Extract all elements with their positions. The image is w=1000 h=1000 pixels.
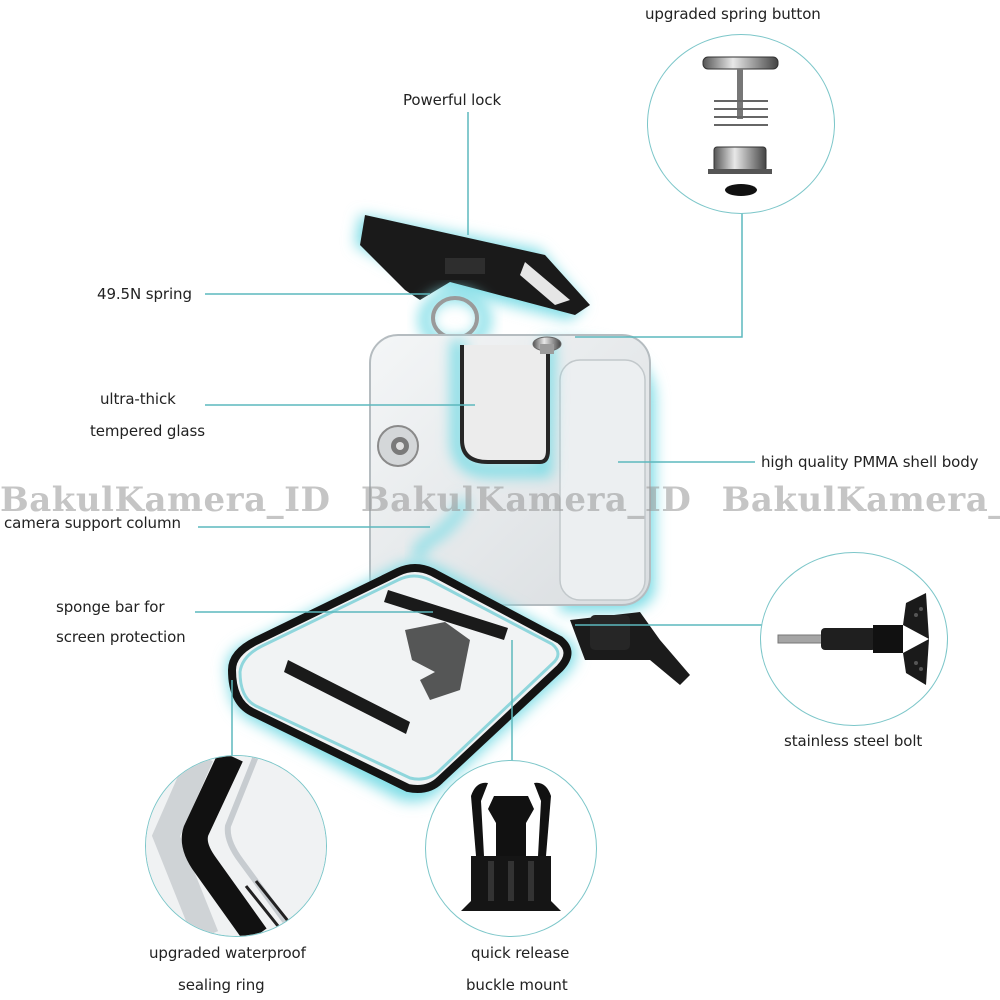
bolt-icon [777,593,929,685]
label-buckle-mount-line1: quick release [471,944,570,962]
label-pmma-shell: high quality PMMA shell body [761,453,979,471]
label-sponge-bar-line1: sponge bar for [56,598,165,616]
watermark-text: BakulKamera_ID [0,480,331,520]
label-spring-button: upgraded spring button [645,5,821,23]
label-tempered-glass-line1: ultra-thick [100,390,176,408]
watermark: BakulKamera_ID BakulKamera_ID BakulKamer… [0,472,1000,532]
label-spring-49: 49.5N spring [97,285,192,303]
spring-button-icon [702,56,779,196]
label-steel-bolt: stainless steel bolt [784,732,923,750]
detail-circle-spring-button [647,34,835,214]
label-sponge-bar-line2: screen protection [56,628,186,646]
lock-latch-graphic [355,215,590,320]
label-camera-support: camera support column [4,514,181,532]
watermark-text: BakulKamera_ID [360,480,692,520]
label-powerful-lock: Powerful lock [403,91,502,109]
shell-body-graphic [369,334,655,612]
back-door-graphic [226,562,577,802]
watermark-text: BakulKamera_ID [721,480,1000,520]
label-sealing-ring-line2: sealing ring [178,976,265,994]
thumbscrew-graphic [570,612,690,685]
label-sealing-ring-line1: upgraded waterproof [149,944,306,962]
label-tempered-glass-line2: tempered glass [90,422,205,440]
callout-lines [195,112,762,781]
label-buckle-mount-line2: buckle mount [466,976,568,994]
sealing-ring-icon [146,756,326,936]
buckle-mount-icon [461,782,561,911]
detail-circle-sealing-ring [145,755,327,937]
detail-circle-steel-bolt [760,552,948,726]
detail-circle-buckle-mount [425,760,597,937]
